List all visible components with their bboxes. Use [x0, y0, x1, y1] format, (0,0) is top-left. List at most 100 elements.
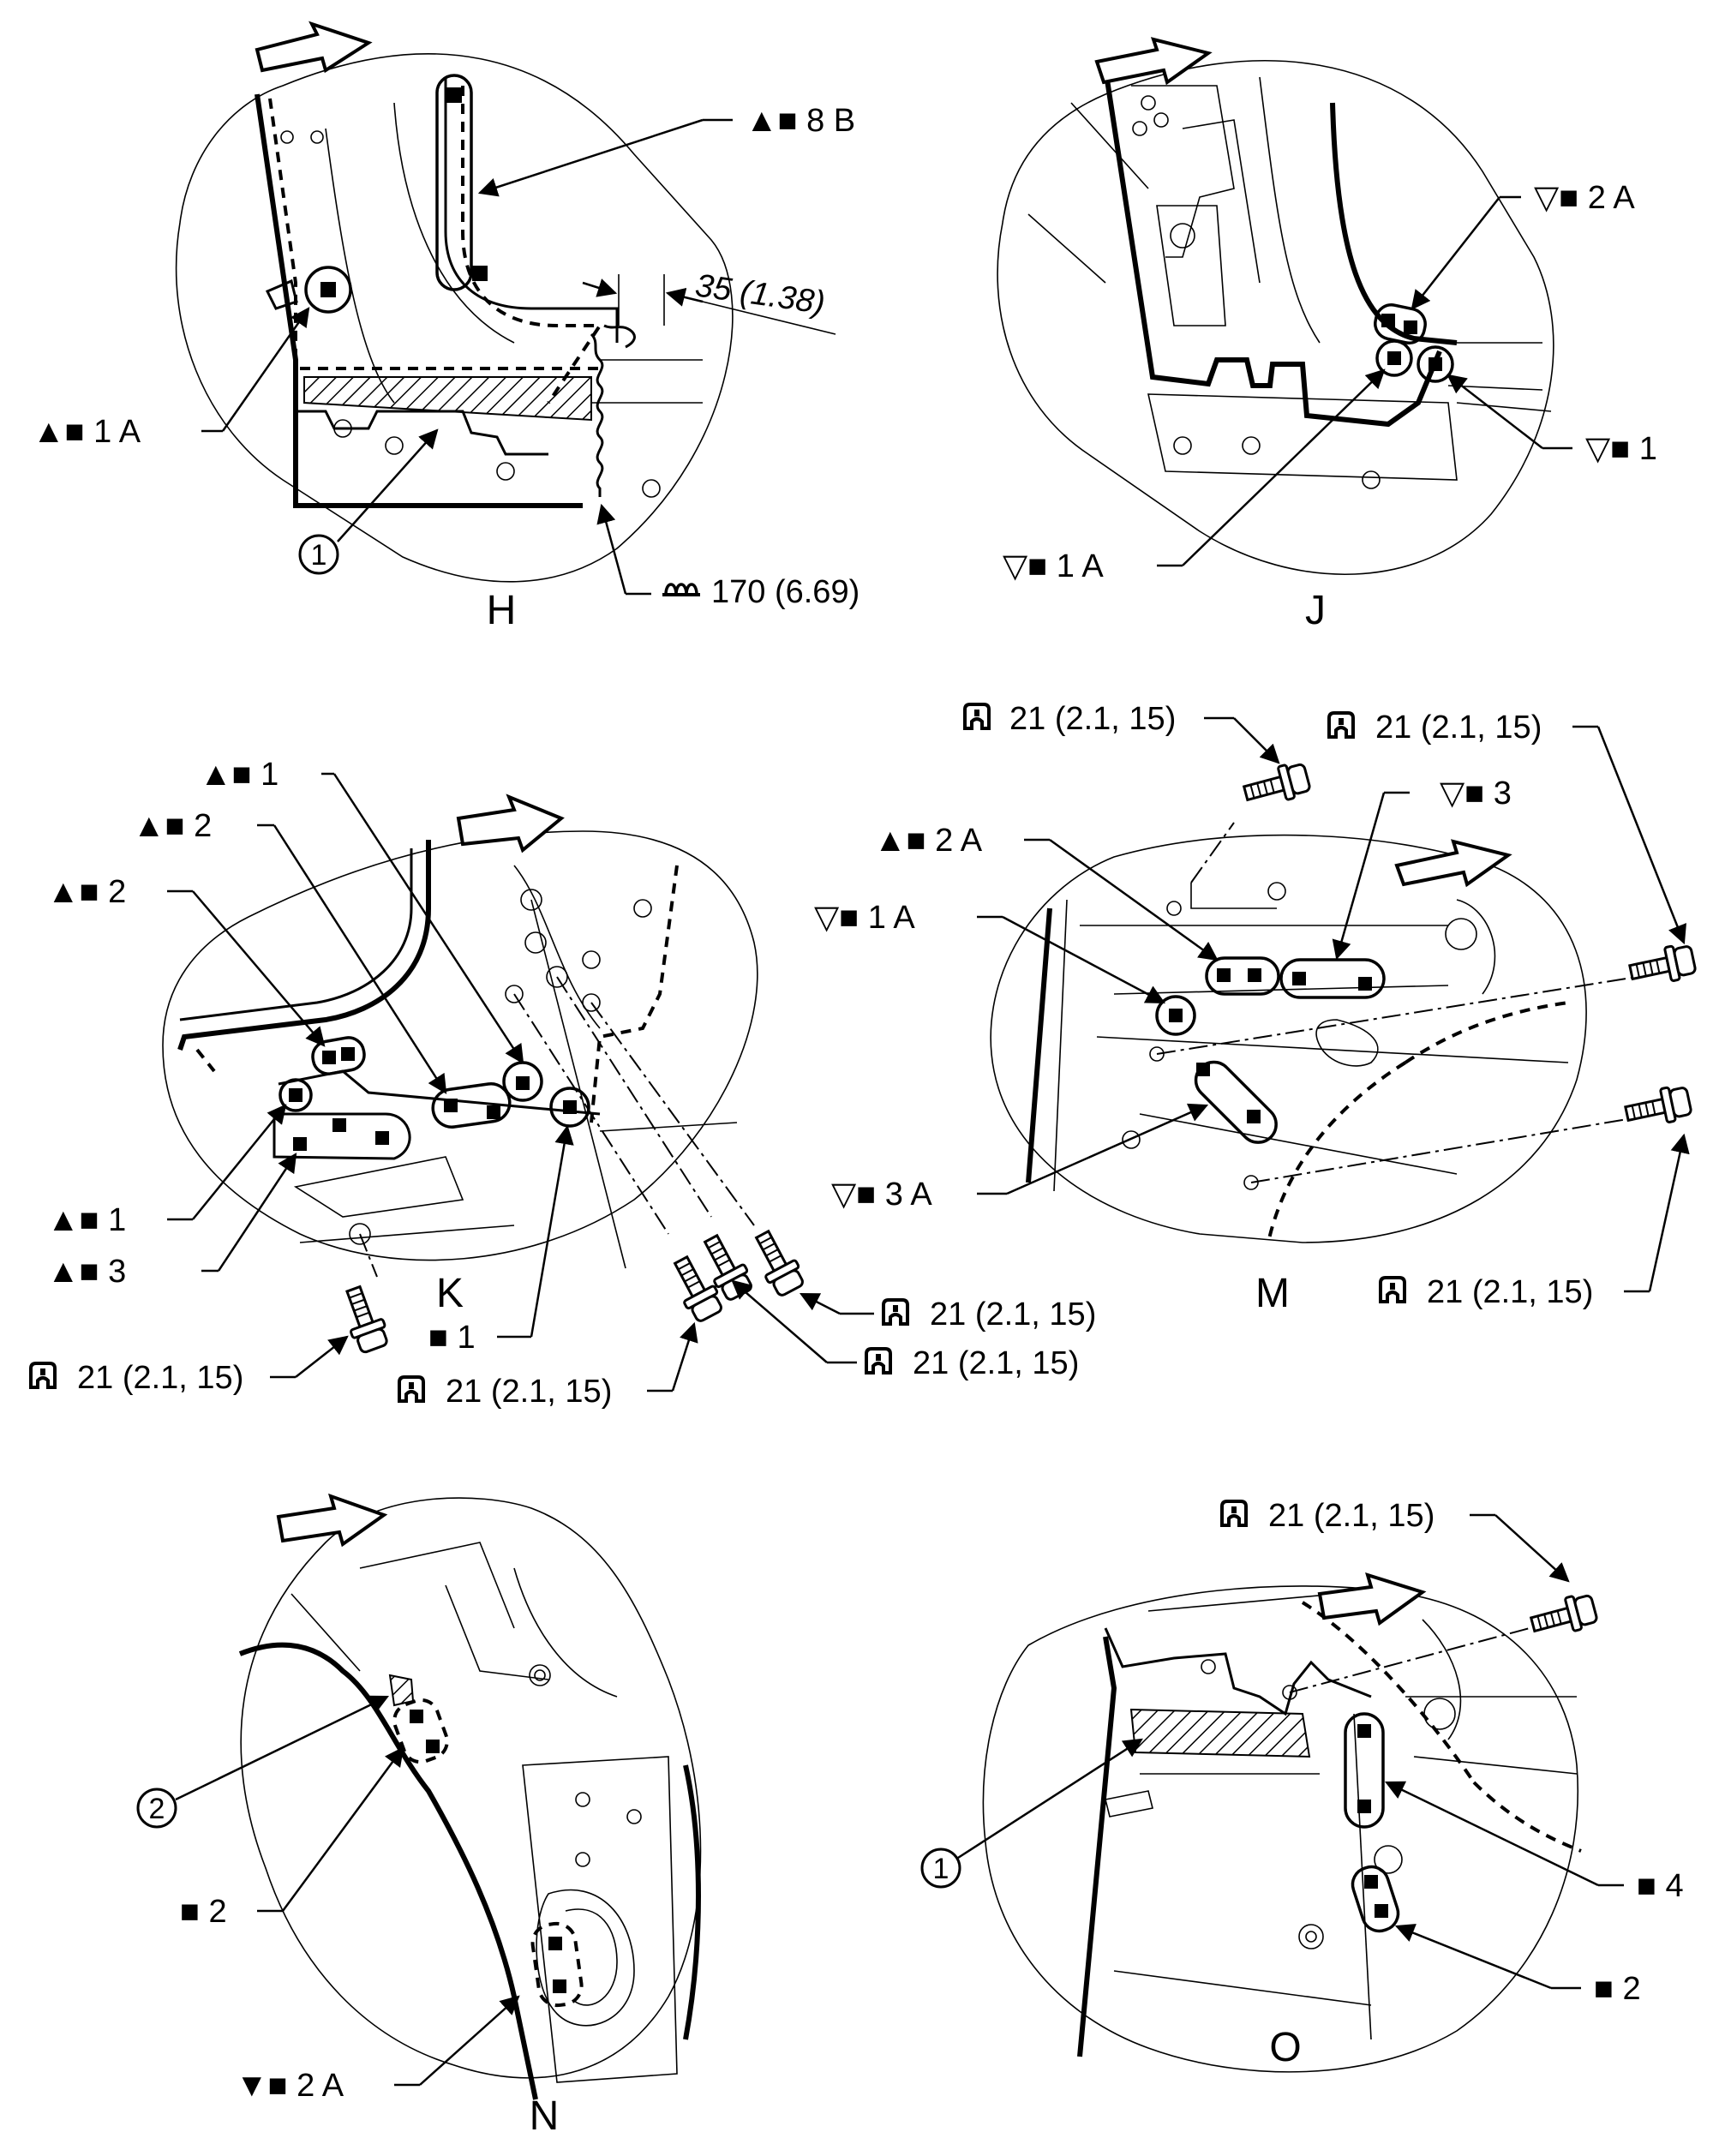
view-h-label-seam-8b: ▲■ 8 B: [746, 103, 855, 139]
view-j-spot-ring-1: [1417, 345, 1454, 383]
view-j-label-spot-1a: ▽■ 1 A: [1003, 548, 1104, 584]
view-k-ring-left-1: [279, 1078, 313, 1112]
view-k-label-left-1: ▲■ 1: [47, 1202, 126, 1238]
spot-weld-square: [1381, 314, 1395, 327]
spot-weld-square: [1217, 968, 1231, 982]
ref-number: 2: [149, 1793, 165, 1825]
view-h-mig-callout: 170 (6.69): [596, 503, 860, 610]
spot-weld-square: [322, 1051, 336, 1064]
torque-icon: [398, 1375, 425, 1403]
bolt-icon: [1240, 758, 1313, 811]
spot-weld-square: [446, 87, 462, 103]
spot-weld-square: [553, 1979, 566, 1993]
view-o-ring-2: [1351, 1865, 1400, 1933]
bolt-icon: [1527, 1590, 1600, 1643]
view-h-letter: H: [487, 588, 517, 633]
spot-weld-square: [563, 1100, 577, 1114]
view-m-letter: M: [1255, 1271, 1290, 1316]
view-n-letter: N: [530, 2093, 560, 2139]
view-k-label-left-3: ▲■ 3: [47, 1254, 126, 1290]
view-j-label-spot-1: ▽■ 1: [1585, 431, 1657, 467]
view-m-outline: [990, 834, 1587, 1243]
mig-weld-seam-symbol-icon: [662, 583, 700, 596]
view-m-label-spot-3a: ▽■ 3 A: [831, 1177, 932, 1213]
view-k-label-bottom-1: ■ 1: [428, 1320, 476, 1356]
front-arrow-icon: [276, 1493, 388, 1548]
view-k-torque-a: 21 (2.1, 15): [29, 1335, 349, 1396]
spot-weld-square: [1357, 1724, 1371, 1738]
view-o-outline: [982, 1585, 1579, 2073]
spot-weld-square: [487, 1105, 500, 1119]
view-o-label-spot-4: ■ 4: [1637, 1868, 1684, 1904]
view-m-label-spot-3: ▽■ 3: [1440, 776, 1512, 811]
weld-seam-bead: [590, 332, 604, 497]
view-o-letter: O: [1269, 2025, 1301, 2070]
view-j-outline: [997, 60, 1554, 576]
view-h-seam-ring: [435, 74, 473, 291]
view-n-outline: [240, 1497, 702, 2079]
torque-value: 21 (2.1, 15): [930, 1297, 1096, 1333]
view-h-dimension: 35 (1.38): [582, 267, 836, 335]
spot-weld-square: [1292, 972, 1306, 985]
spot-weld-square: [1169, 1009, 1183, 1022]
spot-weld-square: [289, 1088, 302, 1102]
view-n-panel: [238, 1542, 701, 2100]
front-arrow-icon: [1094, 37, 1213, 86]
view-h-panel: [255, 74, 703, 508]
spot-weld-square: [1387, 351, 1401, 365]
spot-weld-square: [1404, 320, 1417, 334]
view-o-ring-4: [1344, 1712, 1385, 1829]
torque-value: 21 (2.1, 15): [1268, 1498, 1435, 1534]
torque-value: 21 (2.1, 15): [446, 1374, 612, 1410]
view-o-label-spot-2: ■ 2: [1594, 1971, 1641, 2007]
spot-weld-square: [410, 1710, 423, 1723]
ref-number: 1: [933, 1853, 949, 1885]
view-h-label-mig-length: 170 (6.69): [711, 574, 860, 610]
view-h-spot-ring: [304, 266, 352, 314]
view-m-torque-top-left: 21 (2.1, 15): [963, 701, 1280, 764]
view-n-ring-2a: [530, 1921, 584, 2008]
spot-weld-square: [444, 1099, 458, 1112]
ref-number: 1: [311, 539, 327, 572]
view-h-label-dimension: 35 (1.38): [693, 267, 827, 321]
view-o: 21 (2.1, 15) 1 ■ 4 ■ 2 O: [920, 1498, 1684, 2073]
bolt-icon: [1626, 941, 1698, 991]
spot-weld-square: [1357, 1800, 1371, 1813]
front-arrow-icon: [456, 794, 565, 853]
torque-value: 21 (2.1, 15): [1427, 1274, 1593, 1310]
spot-weld-square: [548, 1937, 562, 1950]
spot-weld-square: [1364, 1875, 1378, 1889]
torque-icon: [882, 1298, 909, 1326]
view-o-torque: 21 (2.1, 15): [1220, 1498, 1570, 1583]
view-m-torque-bottom-right: 21 (2.1, 15): [1379, 1133, 1690, 1310]
view-j-label-spot-2a: ▽■ 2 A: [1534, 180, 1635, 216]
view-j-panel: [1027, 68, 1552, 489]
torque-icon: [1220, 1500, 1248, 1527]
view-j-letter: J: [1305, 588, 1326, 633]
view-m: 21 (2.1, 15) 21 (2.1, 15) 21 (2.1, 15) ▲…: [814, 701, 1698, 1316]
torque-value: 21 (2.1, 15): [1375, 710, 1542, 746]
front-arrow-icon: [1317, 1572, 1427, 1626]
spot-weld-square: [1358, 977, 1372, 991]
view-j-spot-ring-1a: [1375, 339, 1413, 377]
spot-weld-square: [375, 1131, 389, 1145]
spot-weld-square: [293, 1137, 307, 1151]
view-k-panel: [177, 840, 755, 1278]
spot-weld-square: [1375, 1904, 1388, 1918]
spot-weld-square: [516, 1076, 530, 1090]
spot-weld-square: [1196, 1063, 1210, 1076]
torque-icon: [1327, 711, 1355, 739]
view-k: ▲■ 1 ▲■ 2 ▲■ 2 ▲■ 1 ▲■ 3 ■ 1 21 (2.1, 15…: [29, 757, 1096, 1410]
view-m-ring-1a: [1155, 995, 1196, 1036]
view-k-letter: K: [436, 1271, 464, 1316]
view-m-ring-2a: [1205, 956, 1280, 996]
torque-value: 21 (2.1, 15): [1009, 701, 1176, 737]
torque-icon: [865, 1347, 892, 1374]
torque-icon: [1379, 1276, 1406, 1303]
spot-weld-square: [332, 1118, 346, 1132]
view-h: ▲■ 8 B ▲■ 1 A 1 35 (1.38) 170 (6.69) H: [33, 21, 860, 633]
view-n-ring-2: [392, 1698, 449, 1764]
spot-weld-square: [320, 282, 336, 297]
torque-icon: [29, 1362, 57, 1389]
